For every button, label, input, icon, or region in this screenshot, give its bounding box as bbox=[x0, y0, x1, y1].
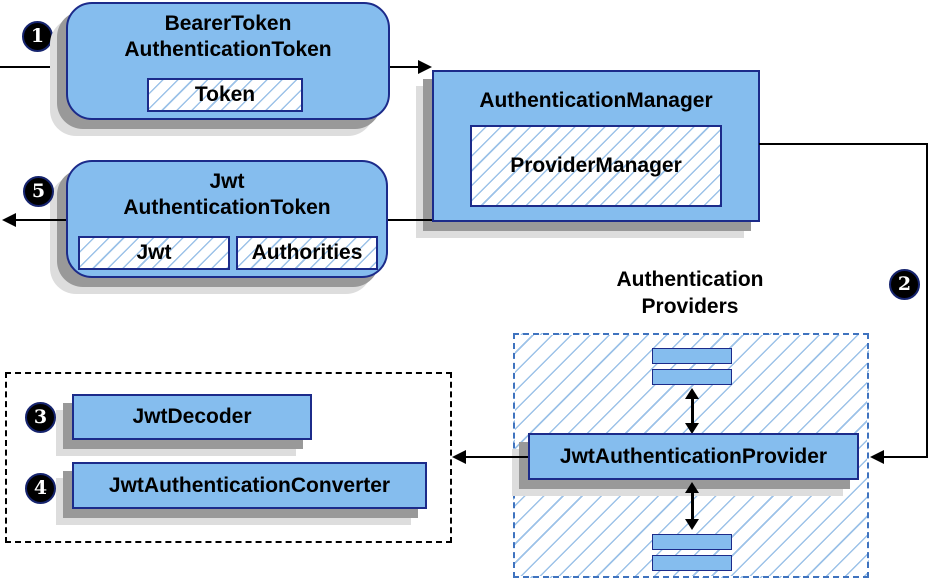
manager-to-jwt-token-line bbox=[388, 219, 432, 221]
step-3-number: 3 bbox=[33, 406, 48, 428]
provider-slot-rect bbox=[652, 534, 732, 550]
jwt-support-dotted-box bbox=[5, 372, 452, 543]
step-5-badge: 5 bbox=[23, 176, 54, 207]
step-3-badge: 3 bbox=[25, 402, 56, 433]
outgoing-response-line bbox=[14, 219, 66, 221]
authentication-manager-title: AuthenticationManager bbox=[479, 89, 713, 112]
bearer-to-manager-arrowhead-icon bbox=[418, 60, 432, 74]
step-2-badge: 2 bbox=[889, 269, 920, 300]
incoming-request-line bbox=[0, 66, 66, 68]
provider-list-double-arrow-icon bbox=[684, 482, 700, 530]
provider-manager-field: ProviderManager bbox=[470, 125, 722, 207]
jwt-authentication-converter-box: JwtAuthenticationConverter bbox=[72, 462, 427, 509]
jwt-token-title-line2: AuthenticationToken bbox=[123, 196, 331, 219]
authentication-providers-label: Authentication Providers bbox=[588, 266, 792, 320]
bearer-to-manager-line bbox=[390, 66, 420, 68]
jwt-authentication-provider-box: JwtAuthenticationProvider bbox=[528, 433, 859, 480]
authorities-field: Authorities bbox=[236, 236, 378, 270]
arrow-stem bbox=[690, 399, 694, 423]
token-field-label: Token bbox=[194, 83, 256, 106]
jwt-token-title-line1: Jwt bbox=[209, 170, 245, 193]
manager-to-provider-line-top bbox=[759, 143, 928, 145]
step-2-number: 2 bbox=[897, 273, 912, 295]
arrow-down-icon bbox=[685, 423, 699, 434]
authentication-providers-label-line1: Authentication bbox=[616, 268, 764, 291]
authentication-manager-box: AuthenticationManager ProviderManager bbox=[432, 70, 760, 222]
bearer-token-title-line1: BearerToken bbox=[164, 12, 292, 35]
step-1-badge: 1 bbox=[22, 21, 53, 52]
step-5-number: 5 bbox=[31, 180, 46, 202]
jwt-field-label: Jwt bbox=[136, 241, 172, 264]
step-4-number: 4 bbox=[33, 477, 48, 499]
token-field: Token bbox=[147, 78, 303, 112]
decoder-arrowhead-icon bbox=[452, 450, 466, 464]
authentication-providers-area: JwtAuthenticationProvider bbox=[513, 333, 869, 578]
arrow-up-icon bbox=[685, 388, 699, 399]
jwt-authentication-converter-label: JwtAuthenticationConverter bbox=[108, 473, 391, 497]
provider-list-double-arrow-icon bbox=[684, 388, 700, 434]
arrow-up-icon bbox=[685, 482, 699, 493]
manager-to-provider-line-bottom bbox=[884, 456, 928, 458]
jwt-authentication-provider-label: JwtAuthenticationProvider bbox=[559, 444, 828, 468]
jwt-decoder-label: JwtDecoder bbox=[132, 405, 252, 428]
authorities-field-label: Authorities bbox=[251, 241, 363, 264]
provider-slot-rect bbox=[652, 369, 732, 385]
bearer-token-authentication-token-box: BearerToken AuthenticationToken Token bbox=[66, 2, 390, 120]
bearer-token-title: BearerToken AuthenticationToken bbox=[68, 11, 388, 63]
jwt-authentication-token-box: Jwt AuthenticationToken Jwt Authorities bbox=[66, 160, 388, 278]
provider-slot-rect bbox=[652, 555, 732, 571]
provider-to-decoder-line bbox=[464, 456, 528, 458]
authentication-providers-label-line2: Providers bbox=[641, 295, 739, 318]
provider-manager-label: ProviderManager bbox=[510, 154, 682, 177]
outgoing-arrowhead-icon bbox=[2, 213, 16, 227]
jwt-field: Jwt bbox=[78, 236, 230, 270]
arrow-down-icon bbox=[685, 519, 699, 530]
provider-arrowhead-icon bbox=[870, 450, 884, 464]
jwt-token-title: Jwt AuthenticationToken bbox=[68, 169, 386, 221]
bearer-token-title-line2: AuthenticationToken bbox=[124, 38, 332, 61]
step-4-badge: 4 bbox=[25, 473, 56, 504]
step-1-number: 1 bbox=[30, 25, 45, 47]
arrow-stem bbox=[690, 493, 694, 519]
manager-to-provider-line-vertical bbox=[926, 143, 928, 458]
jwt-decoder-box: JwtDecoder bbox=[72, 394, 312, 440]
provider-slot-rect bbox=[652, 348, 732, 364]
